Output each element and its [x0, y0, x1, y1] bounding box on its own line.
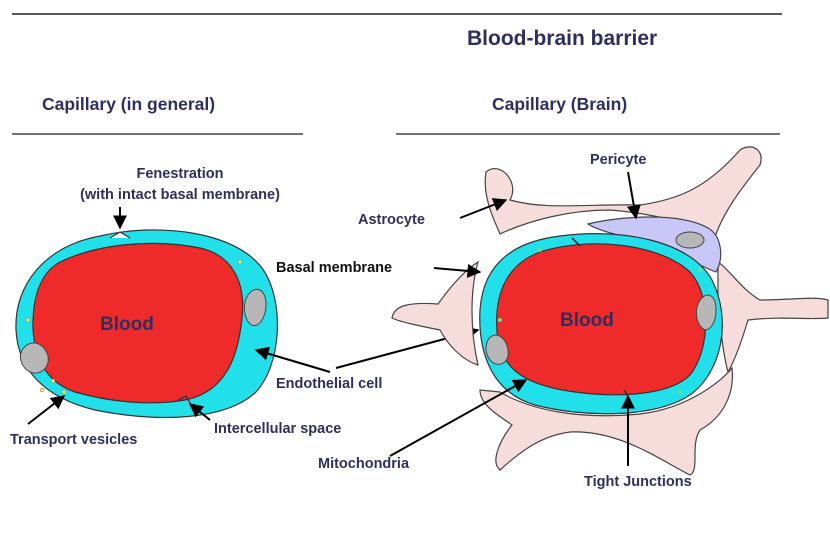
brain-nucleus-right [696, 295, 716, 330]
nucleus-left [20, 343, 48, 373]
mitochondria-label: Mitochondria [318, 456, 410, 472]
transport-vesicle [51, 379, 55, 383]
general-capillary: Blood [16, 230, 278, 418]
fenestration-label: Fenestration [136, 166, 223, 182]
right-blood-label: Blood [560, 310, 614, 331]
transport-vesicles-arrow [28, 396, 64, 424]
tight-junctions-label: Tight Junctions [584, 474, 692, 490]
diagram-title: Blood-brain barrier [467, 27, 657, 50]
right-panel-heading: Capillary (Brain) [492, 94, 627, 114]
mitochondrion [698, 268, 702, 272]
transport-vesicles-label: Transport vesicles [10, 432, 137, 448]
endothelial-cell-label: Endothelial cell [276, 376, 382, 392]
fenestration-sublabel: (with intact basal membrane) [80, 187, 280, 203]
transport-vesicle [238, 260, 242, 264]
basal-membrane-label: Basal membrane [276, 260, 392, 276]
pericyte-label: Pericyte [590, 152, 646, 168]
transport-vesicle [40, 388, 44, 392]
left-panel-heading: Capillary (in general) [42, 94, 215, 114]
transport-vesicle [26, 318, 30, 322]
transport-vesicle [62, 390, 66, 394]
mitochondrion [498, 318, 502, 322]
intercellular-space-label: Intercellular space [214, 421, 341, 437]
left-blood-label: Blood [100, 314, 154, 335]
brain-capillary: Blood [392, 147, 828, 475]
mitochondrion [678, 390, 682, 394]
astrocyte-label: Astrocyte [358, 212, 425, 228]
mitochondrion [538, 248, 542, 252]
pericyte-nucleus [676, 232, 704, 248]
astrocyte-process-right [718, 262, 828, 372]
